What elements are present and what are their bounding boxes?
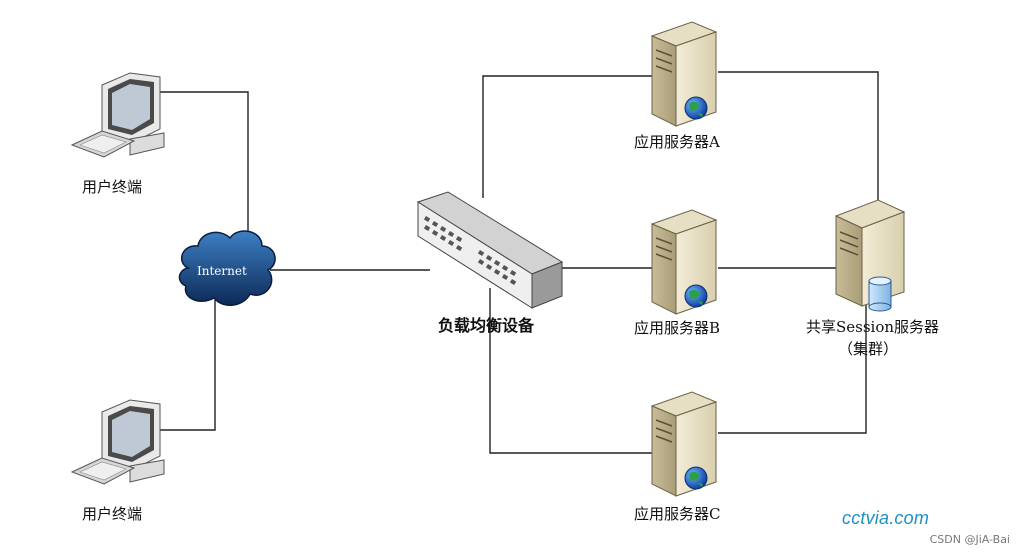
link-server-a-session — [718, 71, 879, 215]
link-client-top-internet — [155, 91, 249, 242]
server-c-label: 应用服务器C — [634, 505, 720, 523]
internet-cloud-icon: Internet — [178, 230, 276, 306]
session-server-sublabel: （集群） — [838, 340, 898, 358]
watermark-text: cctvia.com — [842, 508, 930, 528]
link-client-bottom-internet — [155, 300, 216, 431]
link-lb-server-c — [489, 288, 655, 454]
server-b-label: 应用服务器B — [634, 319, 720, 337]
client-top-label: 用户终端 — [82, 178, 142, 196]
session-server-label: 共享Session服务器 — [806, 318, 939, 336]
link-server-c-session — [718, 300, 867, 434]
database-icon — [868, 276, 892, 312]
internet-label: Internet — [197, 264, 247, 278]
load-balancer-label: 负载均衡设备 — [438, 316, 535, 335]
credit-text: CSDN @JiA-Bai — [929, 533, 1010, 546]
server-icon — [650, 391, 718, 497]
load-balancer-switch-icon — [416, 191, 564, 309]
server-a-label: 应用服务器A — [634, 133, 720, 151]
link-lb-server-a — [482, 75, 655, 198]
server-icon — [650, 21, 718, 127]
client-bottom-label: 用户终端 — [82, 505, 142, 523]
server-icon — [650, 209, 718, 315]
computer-icon — [70, 72, 165, 158]
computer-icon — [70, 399, 165, 485]
connection-lines — [155, 71, 879, 454]
